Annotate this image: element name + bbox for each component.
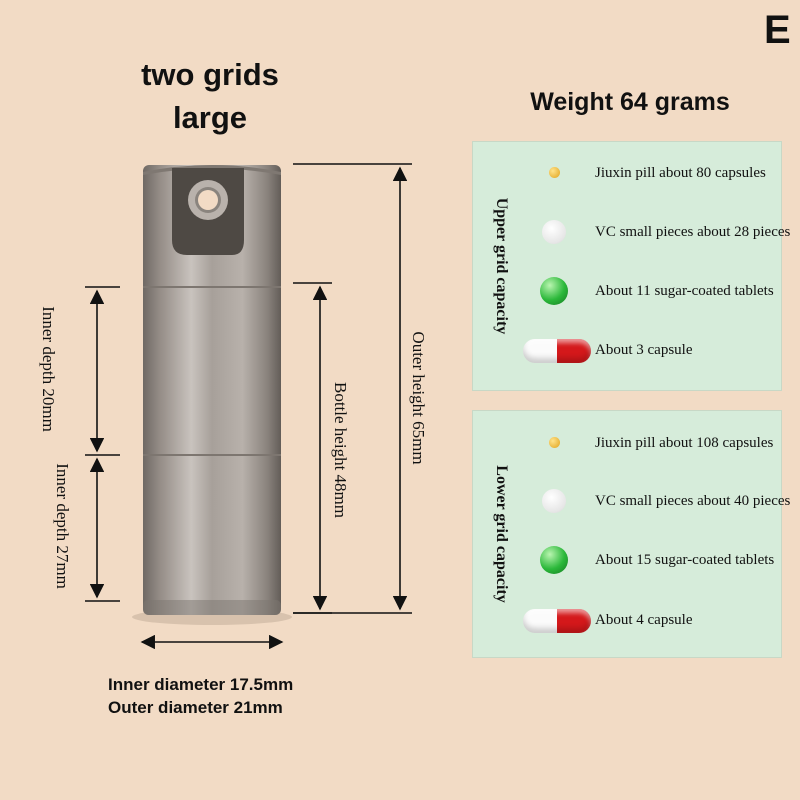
- green-tablet-icon: [540, 277, 568, 305]
- capacity-label: About 11 sugar-coated tablets: [595, 282, 774, 299]
- green-tablet-icon: [540, 546, 568, 574]
- yellow-pill-icon: [549, 437, 560, 448]
- white-tablet-icon: [542, 220, 566, 244]
- inner-depth-upper-label: Inner depth 20mm: [39, 306, 58, 432]
- capacity-label: About 4 capsule: [595, 611, 693, 628]
- list-item: About 15 sugar-coated tablets: [523, 540, 781, 580]
- outer-diameter-label: Outer diameter 21mm: [108, 698, 283, 717]
- capacity-label: VC small pieces about 28 pieces: [595, 223, 791, 240]
- keyring-notch-icon: [172, 168, 244, 255]
- upper-grid-panel: Upper grid capacity Jiuxin pill about 80…: [472, 141, 790, 391]
- list-item: VC small pieces about 40 pieces: [523, 481, 790, 521]
- inner-depth-lower-label: Inner depth 27mm: [53, 463, 72, 589]
- list-item: About 11 sugar-coated tablets: [523, 271, 781, 311]
- list-item: Jiuxin pill about 108 capsules: [523, 423, 781, 463]
- dimension-lines: [85, 163, 412, 650]
- upper-grid-caption: Upper grid capacity: [493, 197, 510, 335]
- capacity-label: About 3 capsule: [595, 341, 693, 358]
- list-item: About 3 capsule: [523, 330, 781, 370]
- inner-diameter-label: Inner diameter 17.5mm: [108, 675, 294, 694]
- bottle-height-label: Bottle height 48mm: [331, 382, 350, 518]
- bottle-body: [143, 165, 281, 615]
- weight-label: Weight 64 grams: [530, 88, 730, 116]
- capsule-icon: [523, 609, 591, 633]
- title-line-2: large: [172, 100, 248, 135]
- lower-grid-panel: Lower grid capacity Jiuxin pill about 10…: [472, 410, 790, 658]
- pill-bottle-illustration: [85, 163, 412, 650]
- outer-height-label: Outer height 65mm: [409, 331, 428, 465]
- corner-letter: E: [764, 8, 791, 52]
- capacity-label: VC small pieces about 40 pieces: [595, 492, 791, 509]
- capacity-label: Jiuxin pill about 108 capsules: [595, 434, 774, 451]
- capacity-label: Jiuxin pill about 80 capsules: [595, 164, 766, 181]
- capsule-icon: [523, 339, 591, 363]
- yellow-pill-icon: [549, 167, 560, 178]
- capacity-label: About 15 sugar-coated tablets: [595, 551, 775, 568]
- title-line-1: two grids: [141, 57, 279, 92]
- lower-grid-caption: Lower grid capacity: [493, 465, 510, 603]
- list-item: About 4 capsule: [523, 600, 781, 640]
- list-item: Jiuxin pill about 80 capsules: [523, 153, 781, 193]
- list-item: VC small pieces about 28 pieces: [523, 212, 790, 252]
- white-tablet-icon: [542, 489, 566, 513]
